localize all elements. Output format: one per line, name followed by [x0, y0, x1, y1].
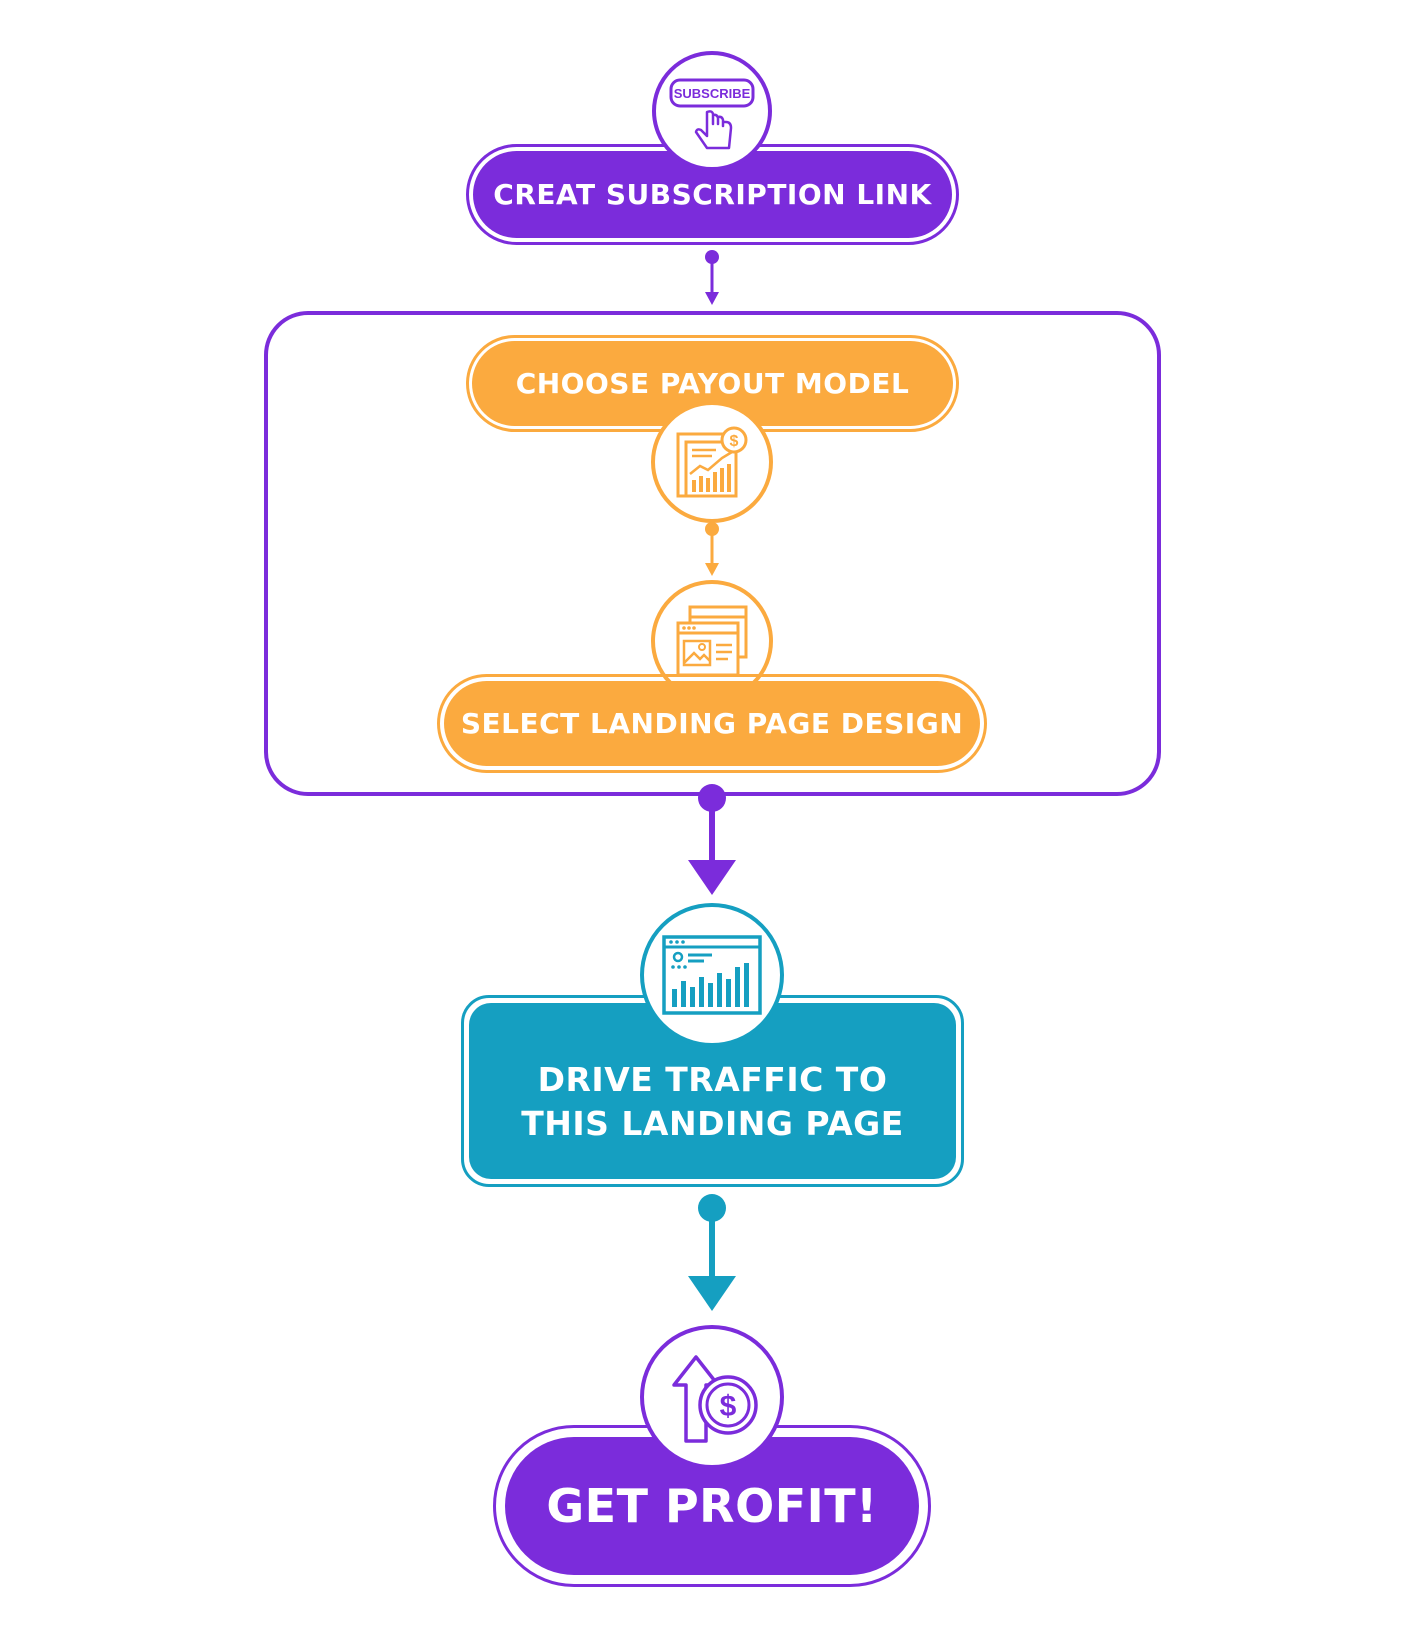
connector-payout-to-landing [705, 522, 719, 576]
payout-dollar-text: $ [730, 433, 739, 450]
payout-report-icon: $ [676, 426, 748, 498]
subscription-step-label: CREAT SUBSCRIPTION LINK [493, 178, 932, 211]
landing-step: SELECT LANDING PAGE DESIGN [444, 681, 980, 766]
profit-dollar-text: $ [720, 1390, 737, 1423]
payout-step: CHOOSE PAYOUT MODEL [472, 341, 953, 426]
traffic-analytics-icon [662, 935, 762, 1015]
traffic-icon-circle [640, 903, 784, 1047]
traffic-step-label-line1: DRIVE TRAFFIC TO [537, 1060, 888, 1099]
payout-icon-circle: $ [651, 401, 773, 523]
profit-icon-circle: $ [640, 1325, 784, 1469]
traffic-step-label-line2: THIS LANDING PAGE [521, 1104, 904, 1143]
connector-group-to-traffic [688, 784, 736, 895]
traffic-step: DRIVE TRAFFIC TO THIS LANDING PAGE [469, 1003, 956, 1179]
subscription-step: CREAT SUBSCRIPTION LINK [473, 151, 952, 238]
landing-page-icon [676, 605, 748, 677]
landing-step-outline [437, 674, 987, 773]
payout-step-label: CHOOSE PAYOUT MODEL [515, 367, 910, 400]
subscribe-icon-text: SUBSCRIBE [674, 86, 751, 101]
profit-up-icon: $ [672, 1355, 758, 1443]
subscribe-click-icon: SUBSCRIBE [669, 78, 755, 150]
landing-step-label: SELECT LANDING PAGE DESIGN [460, 707, 964, 740]
profit-step-label: GET PROFIT! [546, 1479, 878, 1533]
subscription-icon-circle: SUBSCRIBE [652, 51, 772, 171]
connector-subscription-to-group [705, 250, 719, 305]
connector-traffic-to-profit [688, 1194, 736, 1311]
